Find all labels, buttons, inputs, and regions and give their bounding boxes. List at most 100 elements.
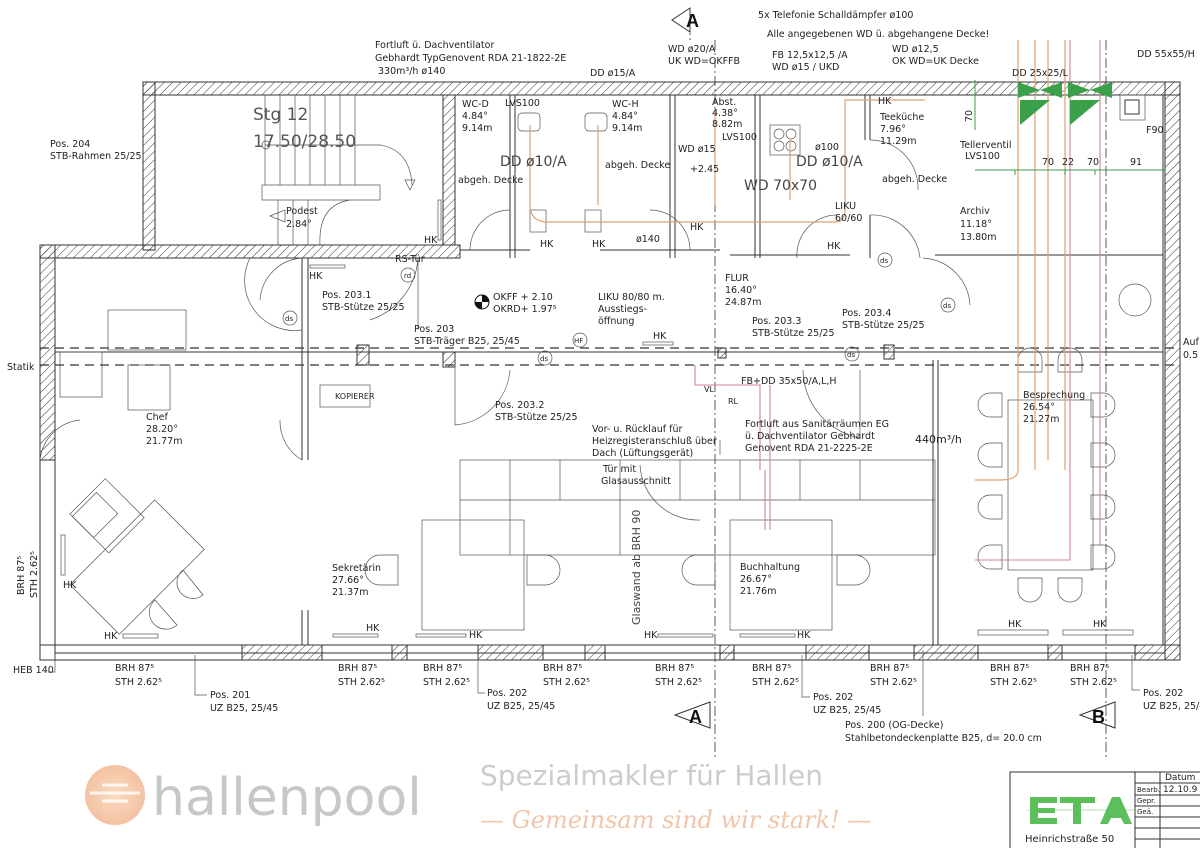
west-window-wall xyxy=(39,459,56,661)
note-brh: BRH 87⁵ xyxy=(16,556,27,595)
note-vl: VL xyxy=(704,385,714,394)
svg-text:BRH 87⁵: BRH 87⁵ xyxy=(870,663,909,674)
svg-text:HK: HK xyxy=(592,239,606,250)
chairs xyxy=(149,347,1116,630)
note-abgeh-decke: abgeh. Decke xyxy=(605,160,670,171)
svg-text:STH 2.62⁵: STH 2.62⁵ xyxy=(990,677,1037,688)
svg-text:HK: HK xyxy=(424,235,438,246)
svg-text:STH 2.62⁵: STH 2.62⁵ xyxy=(655,677,702,688)
svg-text:HK: HK xyxy=(878,96,892,107)
svg-text:HK: HK xyxy=(797,630,811,641)
watermark-slogan: — Gemeinsam sind wir stark! — xyxy=(480,806,871,834)
note-abgeh-decke: abgeh. Decke xyxy=(458,175,523,186)
dimension: 70 xyxy=(1042,157,1054,168)
west-wall xyxy=(39,244,56,461)
section-markers: A A B xyxy=(671,7,1116,729)
symbol-ds: ds xyxy=(847,351,855,359)
symbol-ds: ds xyxy=(943,302,951,310)
walls xyxy=(39,20,1181,760)
svg-text:BRH 87⁵: BRH 87⁵ xyxy=(115,663,154,674)
east-wall xyxy=(1164,81,1181,661)
svg-text:HK: HK xyxy=(644,630,658,641)
armchair xyxy=(59,351,103,398)
bearb-label: Bearb. xyxy=(1137,786,1160,794)
dimension-vertical: 70 xyxy=(964,110,975,122)
svg-text:STH 2.62⁵: STH 2.62⁵ xyxy=(423,677,470,688)
svg-text:BRH 87⁵: BRH 87⁵ xyxy=(543,663,582,674)
note-glaswand: Glaswand ab BRH 90 xyxy=(630,510,643,625)
note-wd70: WD 70x70 xyxy=(744,178,817,194)
room-abstellraum: Abst.4.38°8.82m xyxy=(712,97,742,130)
svg-text:HK: HK xyxy=(309,271,323,282)
svg-text:STH 2.62⁵: STH 2.62⁵ xyxy=(543,677,590,688)
svg-text:HK: HK xyxy=(469,630,483,641)
column xyxy=(717,347,727,359)
svg-text:HK: HK xyxy=(104,631,118,642)
armchair xyxy=(127,364,171,411)
annotations: 5x Telefonie Schalldämpfer ø100 Alle ang… xyxy=(7,10,1200,744)
svg-text:HK: HK xyxy=(1008,619,1022,630)
south-wall-lines xyxy=(40,644,1180,661)
svg-text:BRH 87⁵: BRH 87⁵ xyxy=(1070,663,1109,674)
copier xyxy=(319,384,371,408)
gepr-label: Gepr. xyxy=(1137,797,1156,805)
symbol-ds: ds xyxy=(880,257,888,265)
svg-text:HK: HK xyxy=(827,241,841,252)
note-liku80: LIKU 80/80 m.Ausstiegs-öffnung xyxy=(598,292,665,327)
chef-desk xyxy=(69,478,205,635)
window-sill-labels: BRH 87⁵ STH 2.62⁵ BRH 87⁵ STH 2.62⁵ BRH 87… xyxy=(115,663,1117,688)
section-marker-a-top: A xyxy=(686,11,699,31)
symbol-rd: rd xyxy=(404,272,411,280)
section-marker-a-bottom: A xyxy=(689,707,702,727)
staircase xyxy=(261,95,416,246)
address: Heinrichstraße 50 xyxy=(1025,834,1114,845)
geae-label: Geä. xyxy=(1137,808,1153,816)
stair-west-wall xyxy=(142,81,156,251)
corridor-walls xyxy=(460,249,1163,256)
eta-logo xyxy=(1027,797,1135,824)
dimension: 70 xyxy=(1087,157,1099,168)
svg-text:STH 2.62⁵: STH 2.62⁵ xyxy=(1070,677,1117,688)
svg-text:STH 2.62⁵: STH 2.62⁵ xyxy=(752,677,799,688)
desk xyxy=(421,519,525,631)
furniture xyxy=(59,94,1152,635)
note-telefonie: 5x Telefonie Schalldämpfer ø100 xyxy=(758,10,913,21)
svg-text:STH 2.62⁵: STH 2.62⁵ xyxy=(338,677,385,688)
watermark-logo-icon xyxy=(85,765,145,825)
note-dd10: DD ø10/A xyxy=(796,154,863,170)
cabinet-row xyxy=(459,459,936,556)
note-d100: ø100 xyxy=(815,142,839,153)
note-level: +2.45 xyxy=(690,164,719,175)
note-sth: STH 2.62⁵ xyxy=(29,551,40,598)
svg-text:HK: HK xyxy=(63,580,77,591)
plant xyxy=(1118,283,1152,317)
note-dd55: DD 55x55/H xyxy=(1137,49,1195,60)
note-hf: HF xyxy=(574,337,583,345)
meeting-table xyxy=(1007,399,1094,571)
watermark: hallenpool Spezialmakler für Hallen — Ge… xyxy=(85,759,871,834)
partitions xyxy=(301,95,939,645)
svg-text:HK: HK xyxy=(366,623,380,634)
dimension: 91 xyxy=(1130,157,1142,168)
section-marker-b-bottom: B xyxy=(1092,707,1105,727)
note-dd15: DD ø15/A xyxy=(590,68,636,79)
note-lvs100: LVS100 xyxy=(722,132,757,143)
note-flow440: 440m³/h xyxy=(915,433,962,446)
